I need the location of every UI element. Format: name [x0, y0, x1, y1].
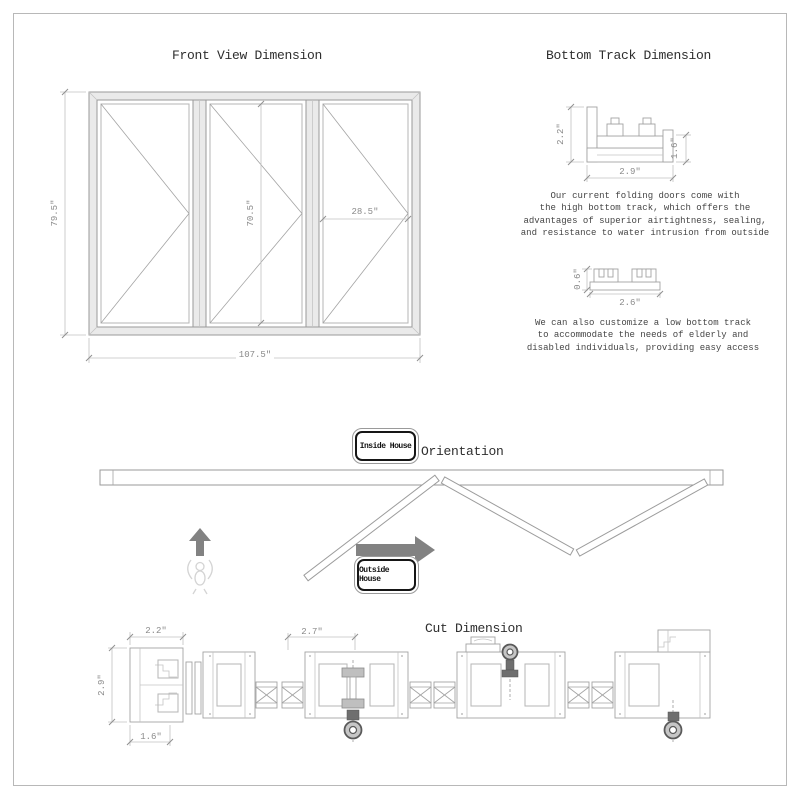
panel-height-dim-label: 70.5": [246, 199, 256, 226]
up-arrow-icon: [189, 528, 211, 556]
high-track-right-height-label: 1.6": [670, 137, 680, 159]
orientation-drawing: [99, 469, 724, 595]
text-line: Our current folding doors come with: [550, 191, 740, 201]
cut-leaf-dim-label: 2.7": [301, 627, 323, 637]
low-track-width-label: 2.6": [619, 298, 641, 308]
text-line: and resistance to water intrusion from o…: [520, 228, 770, 239]
orientation-title: Orientation: [421, 444, 504, 459]
cut-jamb-bottom-label: 1.6": [140, 732, 162, 742]
text-line: disabled individuals, providing easy acc…: [526, 342, 760, 353]
front-view-drawing: 79.5" 70.5" 28.5" 107.5": [50, 88, 424, 363]
folded-leaf-1: [303, 474, 440, 582]
inside-house-badge: Inside House: [352, 428, 419, 464]
text-line: advantages of superior airtightness, sea…: [523, 215, 767, 226]
high-track-width-label: 2.9": [619, 167, 641, 177]
cut-dimension-title: Cut Dimension: [425, 621, 523, 636]
person-top-view-icon: [187, 559, 213, 595]
outside-house-label: Outside House: [357, 559, 416, 591]
outside-house-badge: Outside House: [354, 556, 419, 594]
cut-jamb-width-label: 2.2": [145, 626, 167, 636]
front-height-dim-label: 79.5": [50, 199, 60, 226]
hinge-pair-2: [409, 681, 456, 709]
high-track-height-label: 2.2": [556, 123, 566, 145]
bottom-track-title: Bottom Track Dimension: [546, 48, 712, 63]
low-track-profile: 0.6" 2.6": [573, 265, 664, 308]
inside-house-label: Inside House: [355, 431, 416, 461]
front-width-dim-label: 107.5": [239, 350, 271, 360]
handle-icon: [465, 643, 501, 653]
cut-section-drawing: 2.7": [97, 626, 711, 746]
high-track-description: Our current folding doors come with the …: [505, 190, 785, 240]
right-arrow-icon: [356, 536, 435, 564]
leaf-width-dim-label: 28.5": [351, 207, 378, 217]
high-track-profile: 2.2" 1.6" 2.9": [556, 103, 691, 182]
text-line: to accommodate the needs of elderly and: [537, 330, 749, 341]
sheet-border: [13, 13, 787, 786]
text-line: the high bottom track, which offers the: [539, 203, 751, 214]
hinge-pair-1: [255, 681, 304, 709]
folded-leaf-2: [440, 476, 575, 556]
front-view-title: Front View Dimension: [172, 48, 323, 63]
low-track-height-label: 0.6": [573, 268, 583, 290]
folded-leaf-3: [575, 478, 709, 557]
low-track-description: We can also customize a low bottom track…: [503, 317, 783, 354]
hinge-pair-3: [567, 681, 614, 709]
text-line: We can also customize a low bottom track: [534, 318, 752, 328]
cut-height-label: 2.9": [97, 674, 107, 696]
